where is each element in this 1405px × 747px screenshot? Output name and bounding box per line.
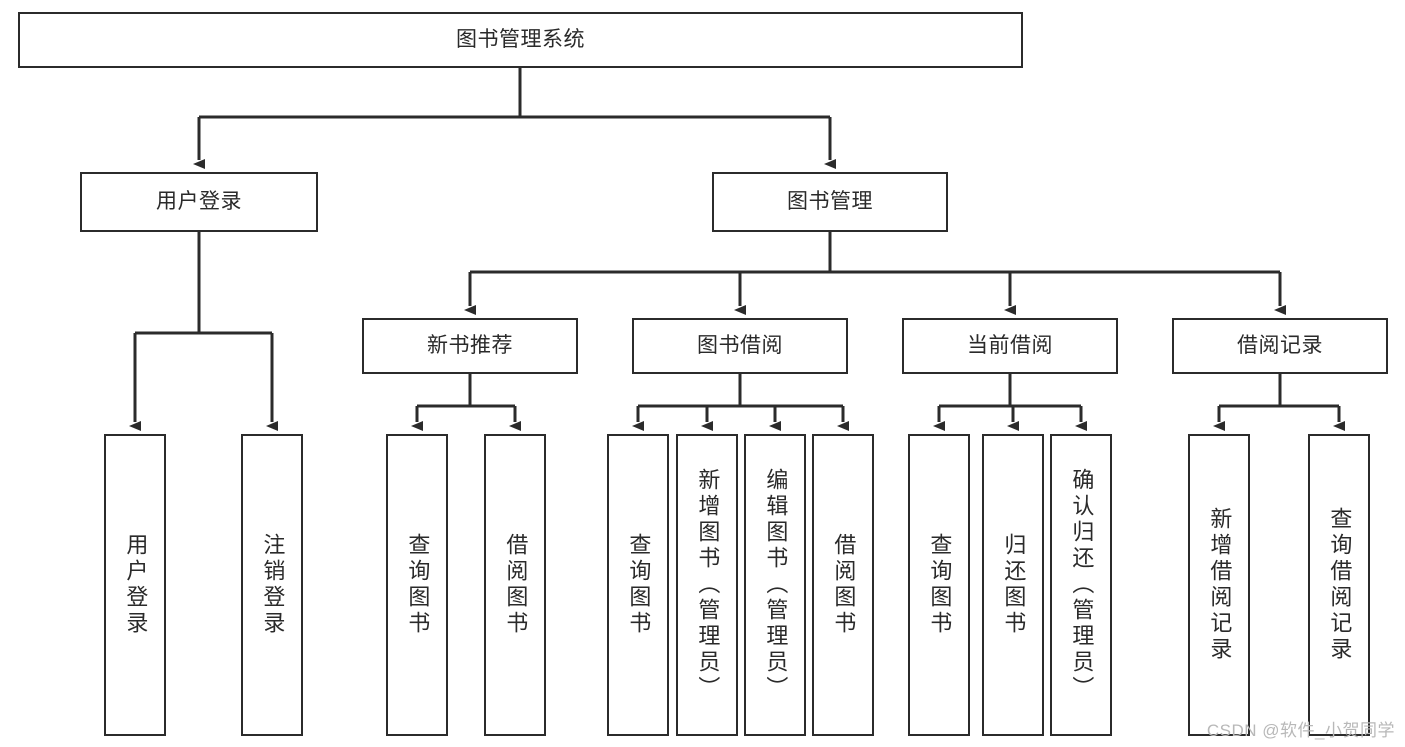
node-label: 用户登录 <box>156 190 242 214</box>
node-label: 确认归还（管理员） <box>1069 468 1095 702</box>
node-label: 查询图书 <box>927 533 953 637</box>
node-leaf-query-book-3[interactable]: 查询图书 <box>908 434 970 736</box>
node-label: 新书推荐 <box>427 334 513 358</box>
node-leaf-add-book[interactable]: 新增图书（管理员） <box>676 434 738 736</box>
node-root[interactable]: 图书管理系统 <box>18 12 1023 68</box>
node-label: 借阅图书 <box>503 533 529 637</box>
node-leaf-user-login[interactable]: 用户登录 <box>104 434 166 736</box>
node-label: 查询图书 <box>626 533 652 637</box>
node-book-manage[interactable]: 图书管理 <box>712 172 948 232</box>
node-label: 借阅记录 <box>1237 334 1323 358</box>
node-label: 查询借阅记录 <box>1327 507 1353 663</box>
node-label: 编辑图书（管理员） <box>763 468 789 702</box>
node-leaf-return-book[interactable]: 归还图书 <box>982 434 1044 736</box>
node-borrow-record[interactable]: 借阅记录 <box>1172 318 1388 374</box>
node-label: 新增图书（管理员） <box>695 468 721 702</box>
node-label: 归还图书 <box>1001 533 1027 637</box>
node-label: 注销登录 <box>260 533 286 637</box>
node-leaf-add-record[interactable]: 新增借阅记录 <box>1188 434 1250 736</box>
node-user-login[interactable]: 用户登录 <box>80 172 318 232</box>
node-new-book-recommend[interactable]: 新书推荐 <box>362 318 578 374</box>
node-label: 用户登录 <box>123 533 149 637</box>
node-current-borrow[interactable]: 当前借阅 <box>902 318 1118 374</box>
node-label: 图书管理 <box>787 190 873 214</box>
watermark-text: CSDN @软件_小贺同学 <box>1206 721 1395 740</box>
node-leaf-query-book-1[interactable]: 查询图书 <box>386 434 448 736</box>
node-leaf-borrow-book-1[interactable]: 借阅图书 <box>484 434 546 736</box>
node-label: 图书管理系统 <box>456 28 585 52</box>
node-leaf-borrow-book-2[interactable]: 借阅图书 <box>812 434 874 736</box>
connectors-group <box>129 68 1345 431</box>
node-label: 当前借阅 <box>967 334 1053 358</box>
node-leaf-user-logout[interactable]: 注销登录 <box>241 434 303 736</box>
node-leaf-edit-book[interactable]: 编辑图书（管理员） <box>744 434 806 736</box>
node-leaf-query-book-2[interactable]: 查询图书 <box>607 434 669 736</box>
node-label: 新增借阅记录 <box>1207 507 1233 663</box>
node-leaf-confirm-return[interactable]: 确认归还（管理员） <box>1050 434 1112 736</box>
node-label: 查询图书 <box>405 533 431 637</box>
node-leaf-query-record[interactable]: 查询借阅记录 <box>1308 434 1370 736</box>
node-label: 借阅图书 <box>831 533 857 637</box>
node-label: 图书借阅 <box>697 334 783 358</box>
node-book-borrow[interactable]: 图书借阅 <box>632 318 848 374</box>
